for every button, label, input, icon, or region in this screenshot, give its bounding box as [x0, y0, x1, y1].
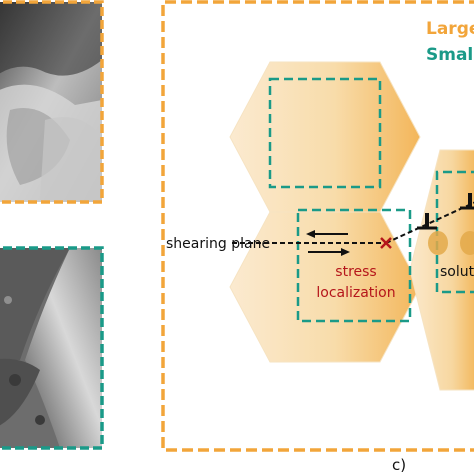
- small-scale-box-middle: [296, 208, 412, 323]
- grain-right: [409, 149, 474, 391]
- small-scale-box-top: [268, 77, 382, 189]
- legend-large-scale: Large-s: [426, 19, 474, 39]
- micrograph-top-frame: [0, 0, 104, 204]
- shear-arrow-left: [306, 230, 348, 238]
- micrograph-bottom: [0, 246, 104, 450]
- slip-line-right: [385, 201, 474, 244]
- stress-localization-label-1: stress: [335, 264, 376, 280]
- stress-localization-label-2: localization: [316, 285, 395, 301]
- shear-arrow-right: [308, 248, 350, 256]
- dislocation-icon: [417, 213, 437, 230]
- grain-bottom: [229, 211, 421, 363]
- shearing-plane-label: shearing plane: [166, 236, 270, 252]
- red-x-mark-icon: [380, 237, 392, 249]
- solute-label: solute: [440, 264, 474, 280]
- micrograph-bottom-frame: [0, 246, 104, 450]
- solute-particle-1: [428, 231, 448, 255]
- solute-particle-2: [460, 231, 474, 255]
- dislocation-icon-2: [460, 193, 474, 210]
- legend-small-scale: Small-s: [426, 45, 474, 65]
- micrograph-top: [0, 0, 104, 204]
- grain-top: [229, 61, 421, 213]
- panel-label-c: c): [392, 456, 406, 474]
